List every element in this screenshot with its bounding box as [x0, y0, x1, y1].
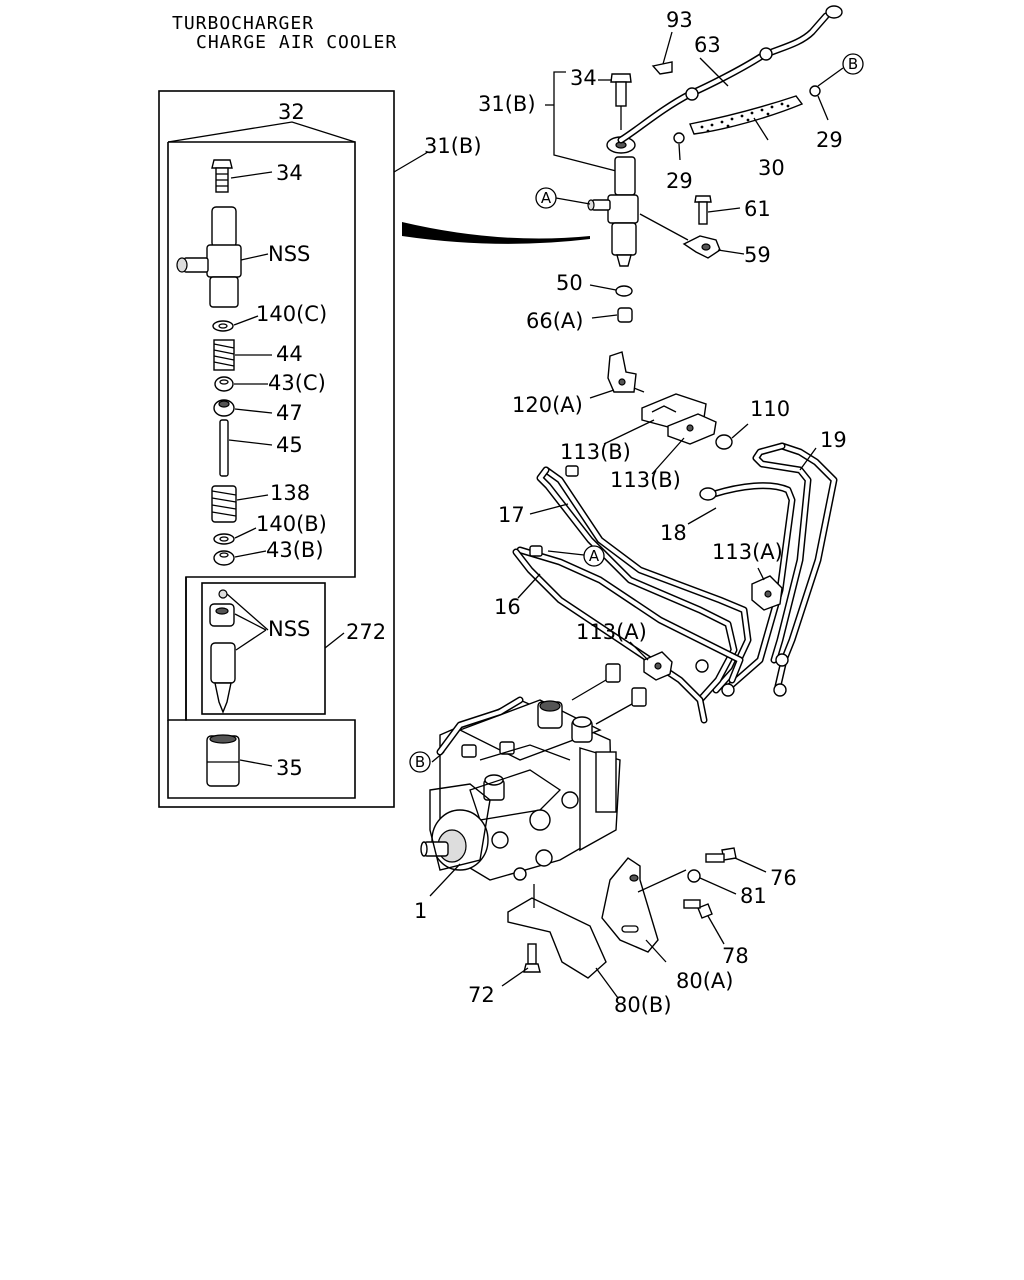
- callout-b-lower-text: B: [415, 753, 425, 771]
- callout-b-lower: [409, 751, 431, 773]
- label-59: 59: [744, 243, 771, 267]
- title-line-1: TURBOCHARGER: [172, 13, 314, 34]
- label-113a-upper: 113(A): [712, 540, 783, 564]
- injection-pump: [420, 696, 621, 897]
- label-35: 35: [276, 756, 303, 780]
- title-line-2: CHARGE AIR COOLER: [196, 32, 397, 53]
- label-61: 61: [744, 197, 771, 221]
- label-43b: 43(B): [266, 538, 324, 562]
- label-45: 45: [276, 433, 303, 457]
- callout-b-upper: [842, 53, 864, 75]
- label-120a: 120(A): [512, 393, 583, 417]
- callout-a-upper: [535, 187, 557, 209]
- kit-parts: [176, 159, 345, 787]
- label-31b: 31(B): [478, 92, 536, 116]
- label-nss-injector: NSS: [268, 242, 310, 266]
- label-80a: 80(A): [676, 969, 733, 993]
- label-1: 1: [414, 899, 427, 923]
- fuel-pipes: [512, 351, 838, 725]
- callout-a-lower-text: A: [589, 547, 600, 565]
- label-93: 93: [666, 8, 693, 32]
- label-272: 272: [346, 620, 386, 644]
- label-17: 17: [498, 503, 525, 527]
- label-113a-lower: 113(A): [576, 620, 647, 644]
- label-63: 63: [694, 33, 721, 57]
- label-81: 81: [740, 884, 767, 908]
- injector-kit-frame: [158, 90, 590, 808]
- label-72: 72: [468, 983, 495, 1007]
- label-110: 110: [750, 397, 790, 421]
- label-140b: 140(B): [256, 512, 327, 536]
- label-19: 19: [820, 428, 847, 452]
- label-113b-left: 113(B): [560, 440, 631, 464]
- label-34: 34: [570, 66, 597, 90]
- label-140c: 140(C): [256, 302, 327, 326]
- label-47: 47: [276, 401, 303, 425]
- callout-a-upper-text: A: [541, 189, 552, 207]
- label-78: 78: [722, 944, 749, 968]
- pump-brackets: [501, 847, 767, 999]
- label-30: 30: [758, 156, 785, 180]
- label-80b: 80(B): [614, 993, 672, 1017]
- label-29-right: 29: [816, 128, 843, 152]
- label-138: 138: [270, 481, 310, 505]
- label-18: 18: [660, 521, 687, 545]
- label-113b-right: 113(B): [610, 468, 681, 492]
- label-31b-kit: 31(B): [424, 134, 482, 158]
- callout-a-lower: [583, 545, 605, 567]
- label-43c: 43(C): [268, 371, 326, 395]
- label-32: 32: [278, 100, 305, 124]
- label-50: 50: [556, 271, 583, 295]
- label-66a: 66(A): [526, 309, 583, 333]
- label-16: 16: [494, 595, 521, 619]
- injector-assembly: [545, 5, 844, 323]
- label-nss-nozzle: NSS: [268, 617, 310, 641]
- label-29-left: 29: [666, 169, 693, 193]
- callout-b-upper-text: B: [848, 55, 858, 73]
- label-76: 76: [770, 866, 797, 890]
- label-34-kit: 34: [276, 161, 303, 185]
- label-44: 44: [276, 342, 303, 366]
